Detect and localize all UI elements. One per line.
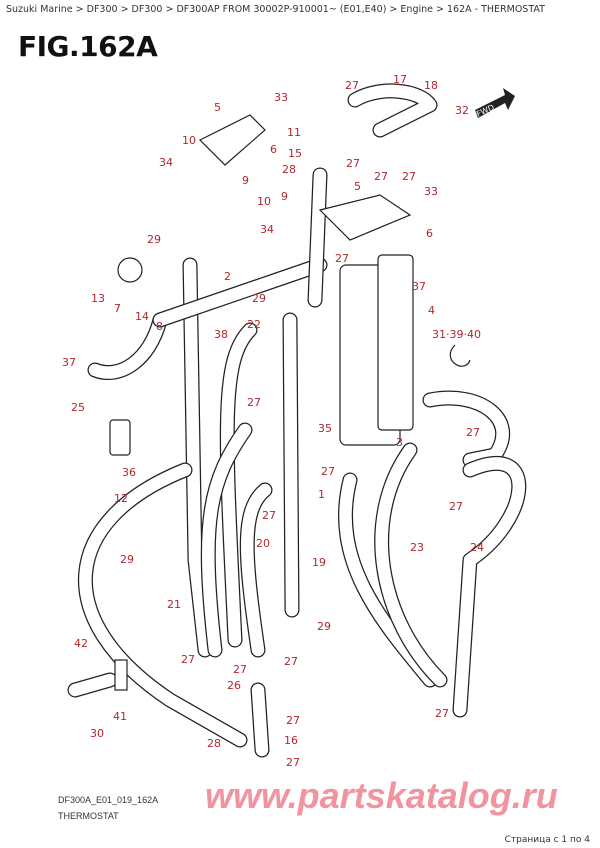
callout[interactable]: 27 [181, 653, 195, 666]
hoses [67, 83, 527, 758]
callout[interactable]: 29 [252, 292, 266, 305]
callout[interactable]: 32 [455, 104, 469, 117]
callout[interactable]: 37 [412, 280, 426, 293]
callout[interactable]: 33 [274, 91, 288, 104]
callout[interactable]: 27 [335, 252, 349, 265]
fwd-arrow-icon [475, 88, 515, 118]
callout[interactable]: 13 [91, 292, 105, 305]
callout[interactable]: 42 [74, 637, 88, 650]
thermostat-housing-lower [318, 194, 412, 241]
bracket-41 [114, 659, 128, 691]
callout[interactable]: 27 [435, 707, 449, 720]
callout[interactable]: 27 [262, 509, 276, 522]
callout[interactable]: 34 [159, 156, 173, 169]
callout[interactable]: 4 [428, 304, 435, 317]
callout[interactable]: 2 [224, 270, 231, 283]
valve [117, 257, 143, 283]
callout[interactable]: 17 [393, 73, 407, 86]
callout[interactable]: 9 [242, 174, 249, 187]
callout[interactable]: 36 [122, 466, 136, 479]
callout[interactable]: 5 [214, 101, 221, 114]
callout[interactable]: 31·39·40 [432, 328, 481, 341]
callout[interactable]: 26 [227, 679, 241, 692]
callout[interactable]: 30 [90, 727, 104, 740]
fwd-label: FWD [475, 103, 496, 119]
callout[interactable]: 27 [284, 655, 298, 668]
callout[interactable]: 27 [247, 396, 261, 409]
callout[interactable]: 41 [113, 710, 127, 723]
gasket [377, 254, 414, 431]
callout[interactable]: 22 [247, 318, 261, 331]
callout[interactable]: 14 [135, 310, 149, 323]
callout[interactable]: 18 [424, 79, 438, 92]
callout[interactable]: 33 [424, 185, 438, 198]
callout[interactable]: 27 [449, 500, 463, 513]
callout[interactable]: 10 [182, 134, 196, 147]
callout[interactable]: 7 [114, 302, 121, 315]
callout[interactable]: 27 [374, 170, 388, 183]
watermark: www.partskatalog.ru [205, 775, 558, 816]
callout[interactable]: 34 [260, 223, 274, 236]
callout[interactable]: 8 [156, 320, 163, 333]
callout[interactable]: 28 [207, 737, 221, 750]
callout[interactable]: 27 [345, 79, 359, 92]
figure-title: FIG.162A [18, 30, 158, 63]
callout[interactable]: 28 [282, 163, 296, 176]
callout[interactable]: 5 [354, 180, 361, 193]
breadcrumb[interactable]: Suzuki Marine > DF300 > DF300 > DF300AP … [6, 4, 545, 15]
callout[interactable]: 38 [214, 328, 228, 341]
callout[interactable]: 11 [287, 126, 301, 139]
callout[interactable]: 9 [281, 190, 288, 203]
fwd-indicator: FWD [475, 88, 515, 119]
clip [449, 344, 471, 367]
drawing-code: DF300A_E01_019_162A [58, 795, 159, 805]
thermostat-housing-upper [198, 114, 266, 166]
parts [109, 114, 471, 691]
callout[interactable]: 29 [120, 553, 134, 566]
callout[interactable]: 23 [410, 541, 424, 554]
callout[interactable]: 29 [147, 233, 161, 246]
callouts: 33 5 27 17 18 32 10 11 6 34 15 27 28 9 2… [62, 73, 484, 769]
callout[interactable]: 6 [426, 227, 433, 240]
callout[interactable]: 27 [321, 465, 335, 478]
callout[interactable]: 29 [317, 620, 331, 633]
callout[interactable]: 37 [62, 356, 76, 369]
callout[interactable]: 27 [402, 170, 416, 183]
callout[interactable]: 21 [167, 598, 181, 611]
callout[interactable]: 27 [466, 426, 480, 439]
bracket [109, 419, 131, 456]
callout[interactable]: 27 [233, 663, 247, 676]
callout[interactable]: 16 [284, 734, 298, 747]
callout[interactable]: 27 [286, 756, 300, 769]
callout[interactable]: 19 [312, 556, 326, 569]
callout[interactable]: 1 [318, 488, 325, 501]
callout[interactable]: 35 [318, 422, 332, 435]
callout[interactable]: 27 [346, 157, 360, 170]
callout[interactable]: 20 [256, 537, 270, 550]
callout[interactable]: 25 [71, 401, 85, 414]
callout[interactable]: 12 [114, 492, 128, 505]
drawing-subtitle: THERMOSTAT [58, 811, 119, 821]
callout[interactable]: 15 [288, 147, 302, 160]
callout[interactable]: 6 [270, 143, 277, 156]
callout[interactable]: 3 [396, 436, 403, 449]
callout[interactable]: 10 [257, 195, 271, 208]
page-info: Страница с 1 по 4 [504, 835, 590, 845]
callout[interactable]: 27 [286, 714, 300, 727]
callout[interactable]: 24 [470, 541, 484, 554]
